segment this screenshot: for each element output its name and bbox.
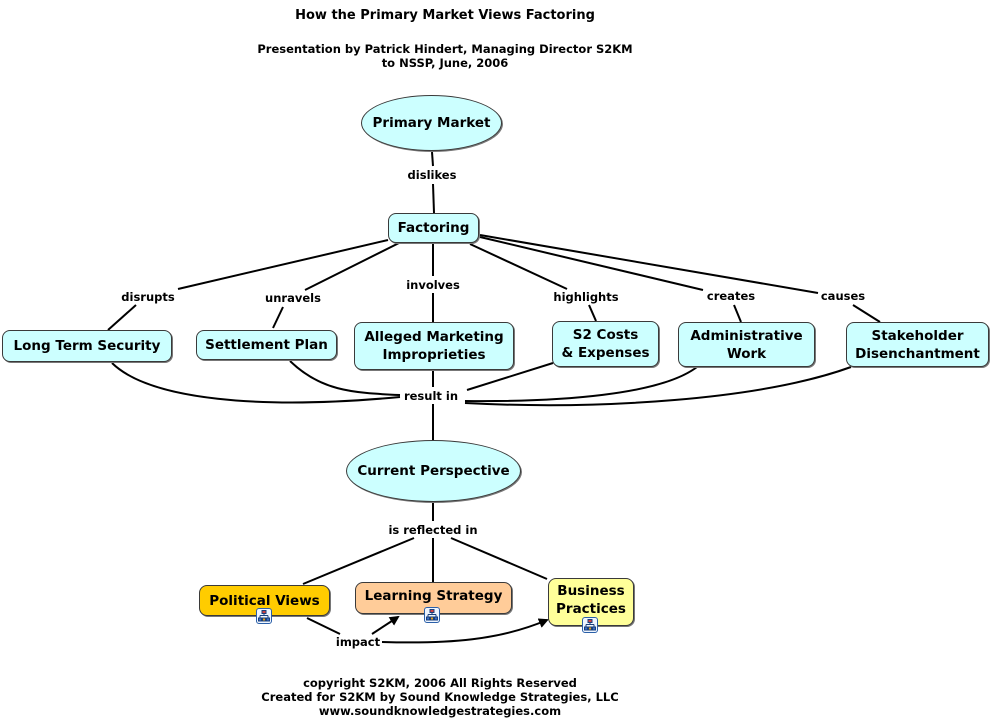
- map-subtitle: Presentation by Patrick Hindert, Managin…: [0, 42, 890, 70]
- submap-icon[interactable]: [424, 607, 440, 623]
- link-line: [469, 243, 568, 290]
- node-label: Current Perspective: [357, 463, 510, 479]
- link-line: [466, 362, 554, 391]
- link-line: [107, 304, 137, 331]
- node-factoring[interactable]: Factoring: [388, 213, 479, 243]
- node-long-term-security[interactable]: Long Term Security: [2, 330, 172, 362]
- link-line: [852, 304, 881, 323]
- node-current-perspective[interactable]: Current Perspective: [346, 440, 521, 502]
- node-alleged-marketing-improprieties[interactable]: Alleged Marketing Improprieties: [354, 322, 514, 370]
- node-label: Political Views: [209, 592, 320, 609]
- link-line: [479, 234, 819, 294]
- link-line: [464, 366, 852, 407]
- node-label-line-1: Business: [557, 583, 625, 599]
- node-label: Factoring: [397, 220, 470, 236]
- link-label-result-in: result in: [401, 389, 461, 403]
- link-label-disrupts: disrupts: [119, 290, 177, 304]
- link-label-creates: creates: [704, 289, 758, 303]
- submap-icon[interactable]: [256, 608, 272, 624]
- node-label-line-1: Stakeholder: [871, 327, 964, 344]
- node-label-line-2: Improprieties: [382, 347, 486, 363]
- node-label-line-2: Practices: [556, 601, 626, 617]
- node-label-line-1: Alleged Marketing: [364, 329, 504, 345]
- link-label-impact: impact: [333, 635, 383, 649]
- link-label-is-reflected-in: is reflected in: [386, 523, 480, 537]
- node-label-line-1: Administrative: [690, 327, 803, 344]
- node-label-line-1: S2 Costs: [572, 327, 639, 343]
- node-administrative-work[interactable]: Administrative Work: [678, 322, 815, 367]
- link-line: [479, 236, 704, 291]
- subtitle-line-1: Presentation by Patrick Hindert, Managin…: [257, 42, 633, 56]
- node-label: Primary Market: [372, 115, 491, 131]
- link-label-dislikes: dislikes: [405, 168, 459, 182]
- node-stakeholder-disenchantment[interactable]: Stakeholder Disenchantment: [846, 322, 989, 367]
- link-label-highlights: highlights: [551, 290, 621, 304]
- link-line: [306, 617, 341, 635]
- node-label-line-2: Work: [726, 345, 767, 362]
- node-label: Long Term Security: [13, 338, 161, 354]
- footer-copyright: copyright S2KM, 2006 All Rights Reserved: [303, 676, 577, 690]
- node-label-line-2: & Expenses: [561, 345, 650, 361]
- link-line: [450, 537, 548, 580]
- link-line: [289, 360, 401, 396]
- link-line: [464, 366, 698, 403]
- link-line: [272, 306, 284, 329]
- link-line: [588, 304, 597, 322]
- link-line: [304, 242, 400, 291]
- link-line: [733, 304, 742, 323]
- link-label-involves: involves: [404, 278, 462, 292]
- map-title: How the Primary Market Views Factoring: [295, 8, 595, 23]
- link-line: [432, 183, 435, 214]
- node-label-line-2: Disenchantment: [855, 345, 980, 362]
- footer-credit: Created for S2KM by Sound Knowledge Stra…: [261, 690, 619, 704]
- link-line: [371, 615, 400, 635]
- link-line: [431, 151, 434, 167]
- link-line: [177, 239, 389, 290]
- node-s2-costs-expenses[interactable]: S2 Costs & Expenses: [552, 321, 659, 367]
- node-primary-market[interactable]: Primary Market: [361, 95, 502, 151]
- node-settlement-plan[interactable]: Settlement Plan: [196, 330, 337, 360]
- footer: copyright S2KM, 2006 All Rights Reserved…: [240, 676, 640, 718]
- footer-website: www.soundknowledgestrategies.com: [318, 704, 562, 718]
- link-line: [381, 618, 549, 644]
- link-line: [302, 537, 415, 585]
- link-line: [111, 362, 401, 404]
- subtitle-line-2: to NSSP, June, 2006: [381, 56, 509, 70]
- link-label-unravels: unravels: [263, 291, 323, 305]
- submap-icon[interactable]: [582, 617, 598, 633]
- link-label-causes: causes: [818, 289, 868, 303]
- node-label: Settlement Plan: [205, 337, 328, 353]
- node-label: Learning Strategy: [364, 588, 503, 604]
